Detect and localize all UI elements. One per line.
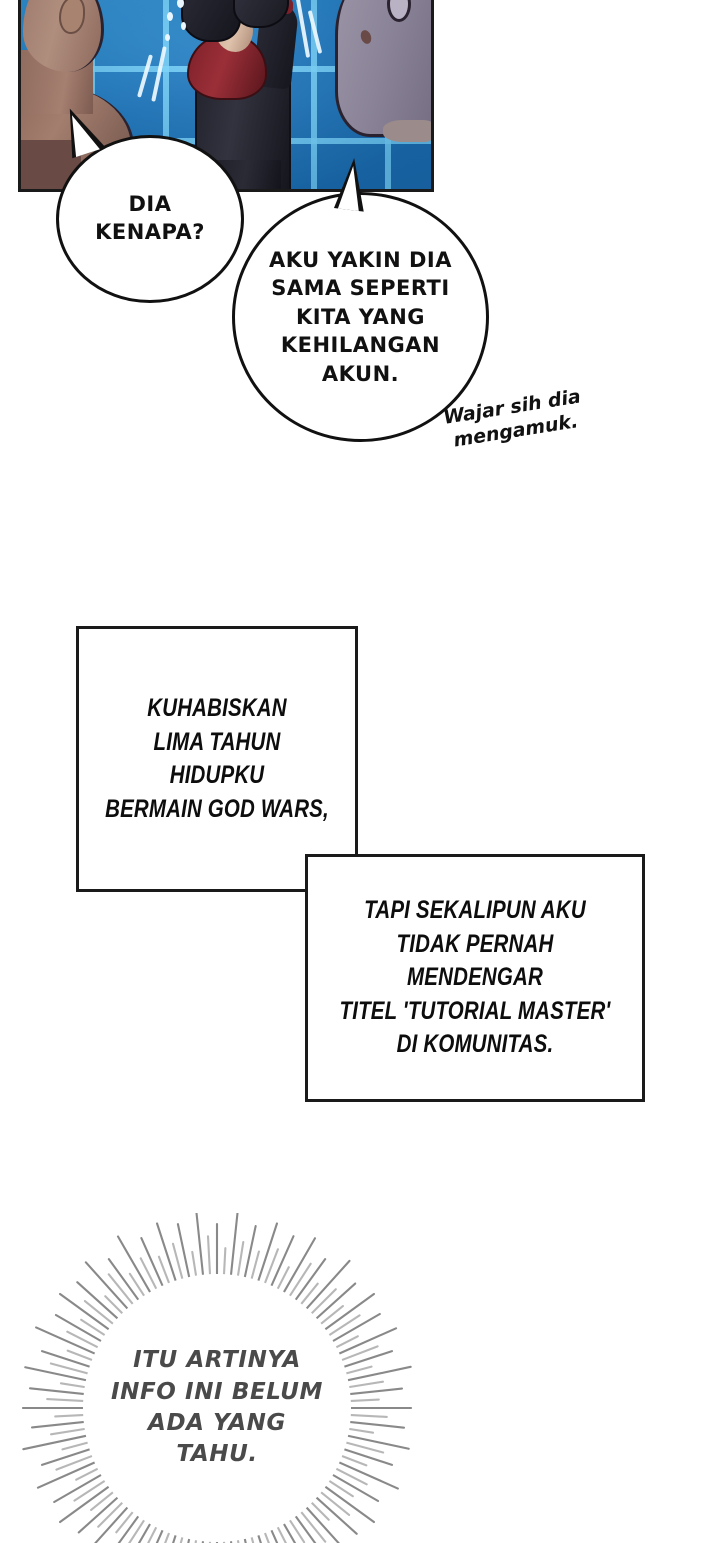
center-character-left-glove (181, 0, 241, 42)
narration-box-1-text: KUHABISKAN LIMA TAHUN HIDUPKU BERMAIN GO… (105, 694, 329, 823)
right-character-eye (387, 0, 411, 22)
narration-box-2-text: TAPI SEKALIPUN AKU TIDAK PERNAH MENDENGA… (339, 896, 611, 1059)
burst-bubble: ITU ARTINYA INFO INI BELUM ADA YANG TAHU… (22, 1213, 412, 1543)
sweat-drop (165, 34, 170, 41)
speech-bubble-1: DIA KENAPA? (56, 135, 244, 303)
sweat-drop (177, 0, 184, 8)
speech-bubble-2-text: AKU YAKIN DIA SAMA SEPERTI KITA YANG KEH… (269, 247, 452, 386)
narration-box-2: TAPI SEKALIPUN AKU TIDAK PERNAH MENDENGA… (305, 854, 645, 1102)
sweat-drop (167, 12, 173, 21)
speech-bubble-1-text: DIA KENAPA? (95, 192, 205, 244)
burst-rays-icon (22, 1213, 412, 1543)
right-character-collar (383, 120, 431, 142)
motion-line (307, 10, 323, 54)
motion-line (295, 0, 311, 58)
burst-bubble-core: ITU ARTINYA INFO INI BELUM ADA YANG TAHU… (83, 1274, 351, 1542)
character-center-hooded (137, 0, 323, 189)
narration-box-1: KUHABISKAN LIMA TAHUN HIDUPKU BERMAIN GO… (76, 626, 358, 892)
sweat-drop (181, 22, 186, 30)
burst-bubble-text: ITU ARTINYA INFO INI BELUM ADA YANG TAHU… (110, 1347, 324, 1468)
comic-panel-top (18, 0, 434, 192)
left-character-ear (59, 0, 85, 34)
speech-bubble-2: AKU YAKIN DIA SAMA SEPERTI KITA YANG KEH… (232, 192, 489, 442)
character-right-foreground (325, 0, 431, 189)
speech-bubble-2-tail (333, 156, 371, 212)
right-character-body (335, 0, 431, 137)
